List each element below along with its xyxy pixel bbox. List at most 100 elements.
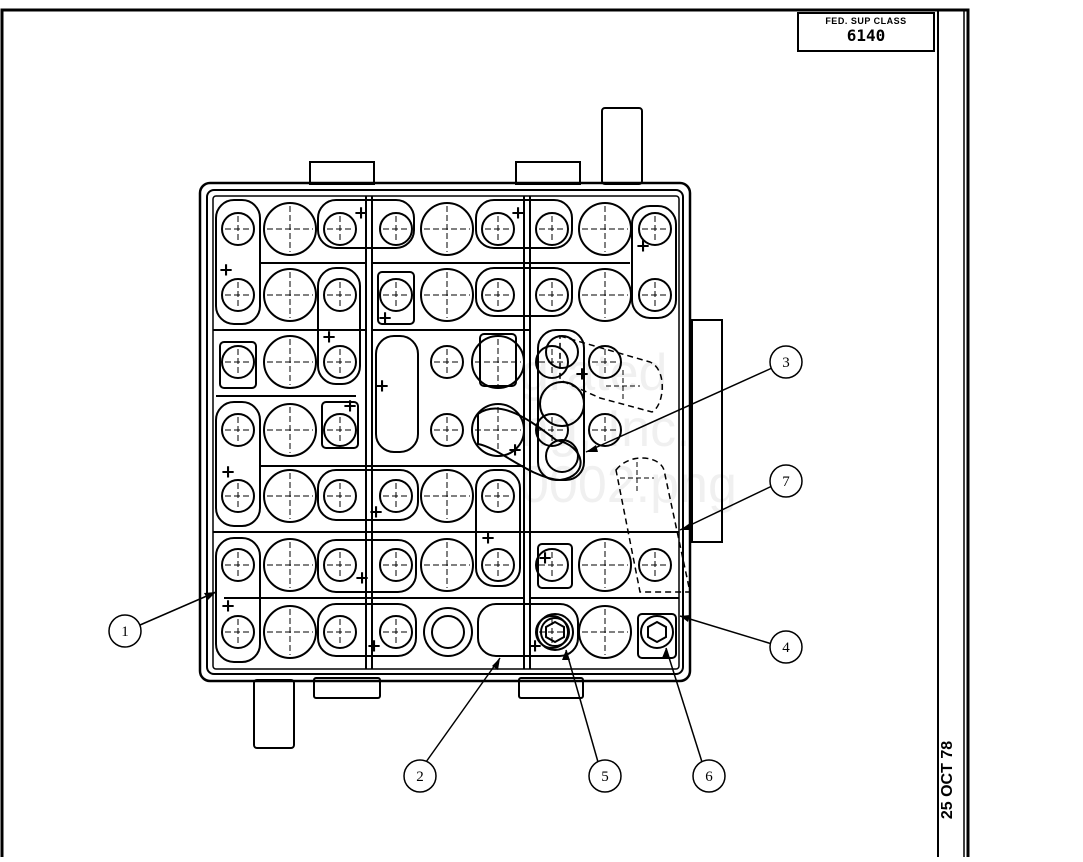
date-stamp: 25 OCT 78 [928,720,968,840]
cell-vent [578,202,632,256]
callout-3-number: 3 [782,355,790,371]
top-lug-left [309,161,375,185]
terminal-post [221,615,255,649]
terminal-post [323,548,357,582]
box-inner-floor [212,195,680,670]
side-bracket [691,319,723,543]
cell-vent [578,538,632,592]
strap [475,199,573,249]
terminal-post [638,278,672,312]
terminal-post [481,548,515,582]
terminal-post [323,212,357,246]
terminal-post [545,439,579,473]
strap [317,539,417,593]
strap [215,537,261,663]
cell-vent [578,268,632,322]
polarity-plus-mark: + [366,636,381,657]
polarity-plus-mark: + [342,396,357,417]
terminal-posts [221,202,672,659]
leader-lines [139,367,773,763]
cell-vent [471,335,525,389]
terminal-post [323,479,357,513]
terminal-post [535,278,569,312]
terminal-post [588,345,622,379]
class-label: FED. SUP CLASS [825,16,907,26]
strap [475,469,521,587]
terminal-post [221,413,255,447]
terminal-post [535,413,569,447]
top-handle [601,107,643,185]
strap-square [321,401,359,449]
terminal-post [221,479,255,513]
polarity-plus-mark: + [218,260,233,281]
cell-vent [420,202,474,256]
callout-4-number: 4 [782,640,790,656]
terminal-post [323,413,357,447]
terminal-post [221,345,255,379]
polarity-marks: ++++++++++++++++++ [218,203,650,657]
terminal-post [430,345,464,379]
cell-vent [263,469,317,523]
polarity-plus-mark: + [635,236,650,257]
top-lug-middle [515,161,581,185]
callout-2-number: 2 [416,769,424,785]
terminal-post [379,278,413,312]
polarity-plus-mark: + [368,502,383,523]
leader-2 [425,657,501,763]
polarity-plus-mark: + [321,327,336,348]
hex-terminal-6 [640,615,674,649]
box-outer-wall [198,181,692,683]
terminal-post [323,615,357,649]
polarity-plus-mark: + [537,548,552,569]
strap-square [377,271,415,325]
phantom-outlines [559,335,691,593]
cell-vent [263,403,317,457]
connector-straps [215,199,677,663]
terminal-post [535,345,569,379]
terminal-post [430,413,464,447]
cell-vent [263,605,317,659]
terminal-post [221,548,255,582]
strap [317,603,417,657]
callout-1-number: 1 [121,624,129,640]
terminal-post [481,479,515,513]
date-text: 25 OCT 78 [939,740,956,820]
strap-square [479,333,517,387]
cell-vent [420,469,474,523]
callout-6-number: 6 [705,769,713,785]
callout-3-circle [769,345,803,379]
strap [215,401,261,527]
cell-partitions [213,196,679,669]
terminal-post [221,212,255,246]
cell-vent [578,605,632,659]
callout-7-number: 7 [782,474,790,490]
cell-vent [263,202,317,256]
bottom-lug-left [313,677,381,699]
polarity-plus-mark: + [377,308,392,329]
strap-square [219,341,257,389]
strap [215,199,261,325]
polarity-plus-mark: + [480,528,495,549]
sheet-border [0,8,970,857]
class-code: 6140 [846,26,886,45]
polarity-plus-mark: + [527,636,542,657]
cell-vent [263,538,317,592]
polarity-plus-mark: + [574,364,589,385]
strap-square [637,613,677,659]
federal-supply-class-box: FED. SUP CLASS 6140 [797,12,935,52]
terminal-post [481,212,515,246]
strap-square [537,543,573,589]
polarity-plus-mark: + [374,376,389,397]
terminal-post [323,278,357,312]
polarity-plus-mark: + [220,596,235,617]
strap [317,267,361,385]
terminal-post [535,548,569,582]
cell-vent [263,268,317,322]
cell-vent [420,538,474,592]
terminal-post [535,212,569,246]
phantom-centerlines [606,370,654,494]
bottom-handle [253,679,295,749]
filler-cap [423,607,473,657]
leader-6 [665,647,703,763]
